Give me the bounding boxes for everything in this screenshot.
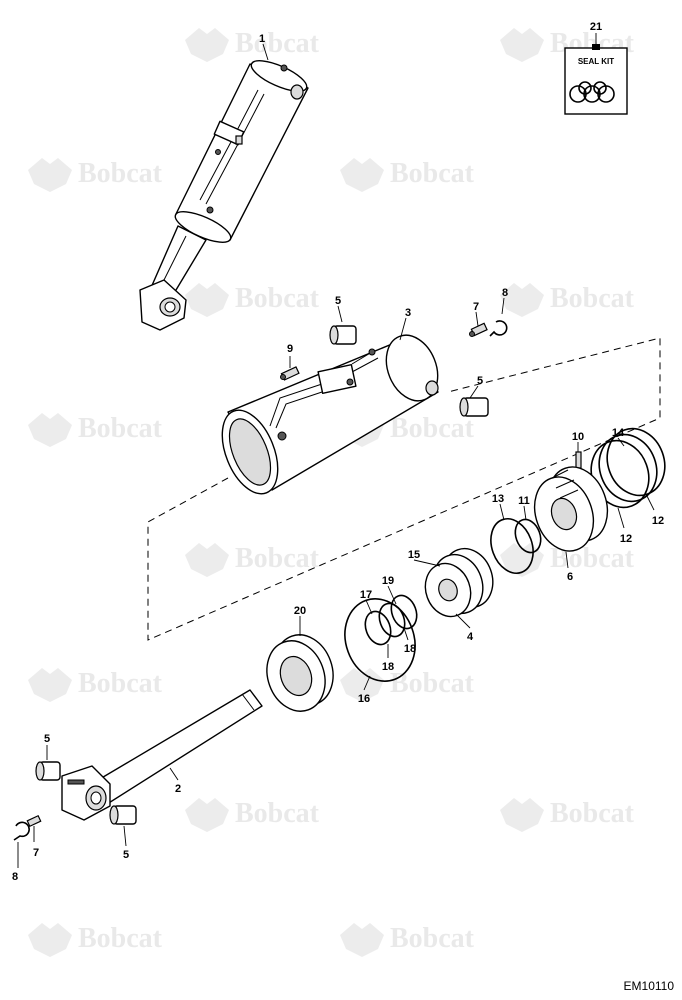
drawing-code: EM10110 — [624, 979, 675, 993]
part-8-cap-bottom — [13, 821, 30, 841]
part-7-grease-fitting-bottom — [26, 814, 42, 828]
part-5-bushing-top-right — [459, 397, 489, 417]
callout-14: 14 — [612, 427, 625, 439]
callout-5-top-right: 5 — [477, 375, 483, 387]
callout-20: 20 — [294, 605, 306, 617]
callout-17: 17 — [360, 589, 372, 601]
callout-11: 11 — [518, 495, 530, 507]
svg-text:Bobcat: Bobcat — [390, 413, 475, 444]
watermark-tile: Bobcat — [500, 283, 635, 317]
part-12-ring-outer — [606, 427, 666, 497]
callout-8-bottom: 8 — [12, 871, 18, 883]
svg-text:Bobcat: Bobcat — [78, 668, 163, 699]
svg-text:Bobcat: Bobcat — [235, 543, 320, 574]
watermark-tile: Bobcat — [28, 158, 163, 192]
part-8-cap-top — [489, 320, 508, 337]
callout-5-bottom-right: 5 — [123, 849, 129, 861]
leader-lines — [17, 43, 655, 868]
part-2-rod — [61, 689, 263, 821]
callout-19: 19 — [382, 575, 394, 587]
svg-text:Bobcat: Bobcat — [235, 283, 320, 314]
callout-18-right: 18 — [404, 643, 416, 655]
callout-18-left: 18 — [382, 661, 394, 673]
callout-8-top: 8 — [502, 287, 508, 299]
callout-1: 1 — [259, 33, 265, 45]
watermark-tile: Bobcat — [28, 413, 163, 447]
watermark-tile: Bobcat — [340, 158, 475, 192]
callout-labels: 1 5 3 7 8 9 5 10 14 12 12 13 11 6 15 4 1… — [12, 33, 664, 883]
callout-2: 2 — [175, 783, 181, 795]
callout-12-left: 12 — [620, 533, 632, 545]
watermark-tile: Bobcat — [185, 28, 320, 62]
callout-7-top: 7 — [473, 301, 479, 313]
watermark-tile: Bobcat — [185, 283, 320, 317]
part-3-barrel — [221, 334, 439, 495]
seal-kit-label: SEAL KIT — [578, 57, 614, 66]
callout-16: 16 — [358, 693, 370, 705]
part-18-ring — [378, 602, 406, 638]
callout-7-bottom: 7 — [33, 847, 39, 859]
part-4-gland — [424, 562, 472, 618]
svg-text:Bobcat: Bobcat — [235, 28, 320, 59]
svg-text:Bobcat: Bobcat — [550, 798, 635, 829]
watermark-tile: Bobcat — [340, 668, 475, 702]
watermark-tile: Bobcat — [28, 668, 163, 702]
svg-text:Bobcat: Bobcat — [390, 158, 475, 189]
explode-boundary — [147, 337, 661, 641]
watermark-tile: Bobcat — [28, 923, 163, 957]
seal-kit-box: SEAL KIT — [564, 44, 628, 115]
part-6-piston — [533, 466, 609, 552]
part-19-ring — [390, 594, 418, 630]
svg-text:Bobcat: Bobcat — [78, 923, 163, 954]
part-13-backup-ring — [490, 518, 534, 574]
callout-5-top-left: 5 — [335, 295, 341, 307]
svg-text:Bobcat: Bobcat — [390, 668, 475, 699]
part-5-bushing-bottom-right — [109, 805, 137, 825]
part-1-cylinder-assembly — [139, 60, 309, 331]
callout-4: 4 — [467, 631, 474, 643]
part-5-bushing-top-left — [329, 325, 357, 345]
callout-15: 15 — [408, 549, 420, 561]
svg-text:Bobcat: Bobcat — [390, 923, 475, 954]
part-5-bushing-bottom-left — [35, 761, 61, 781]
part-9-fitting — [280, 366, 300, 381]
svg-text:Bobcat: Bobcat — [550, 283, 635, 314]
part-7-grease-fitting-top — [469, 322, 488, 337]
part-10-set-screw — [575, 451, 582, 469]
callout-5-bottom-left: 5 — [44, 733, 50, 745]
callout-6: 6 — [567, 571, 573, 583]
part-14-ring — [598, 433, 658, 503]
callout-10: 10 — [572, 431, 584, 443]
callout-9: 9 — [287, 343, 293, 355]
svg-text:Bobcat: Bobcat — [78, 413, 163, 444]
part-20-gland-nut — [266, 634, 334, 712]
watermark-tile: Bobcat — [185, 798, 320, 832]
watermark-tile: Bobcat — [185, 543, 320, 577]
part-16-seal-ring — [344, 598, 416, 682]
callout-13: 13 — [492, 493, 504, 505]
svg-text:Bobcat: Bobcat — [235, 798, 320, 829]
svg-text:Bobcat: Bobcat — [78, 158, 163, 189]
watermark-tile: Bobcat — [340, 923, 475, 957]
callout-12-right: 12 — [652, 515, 664, 527]
watermark-tile: Bobcat — [500, 798, 635, 832]
part-17-ring — [364, 610, 392, 646]
callout-3: 3 — [405, 307, 411, 319]
callout-21: 21 — [590, 21, 602, 33]
